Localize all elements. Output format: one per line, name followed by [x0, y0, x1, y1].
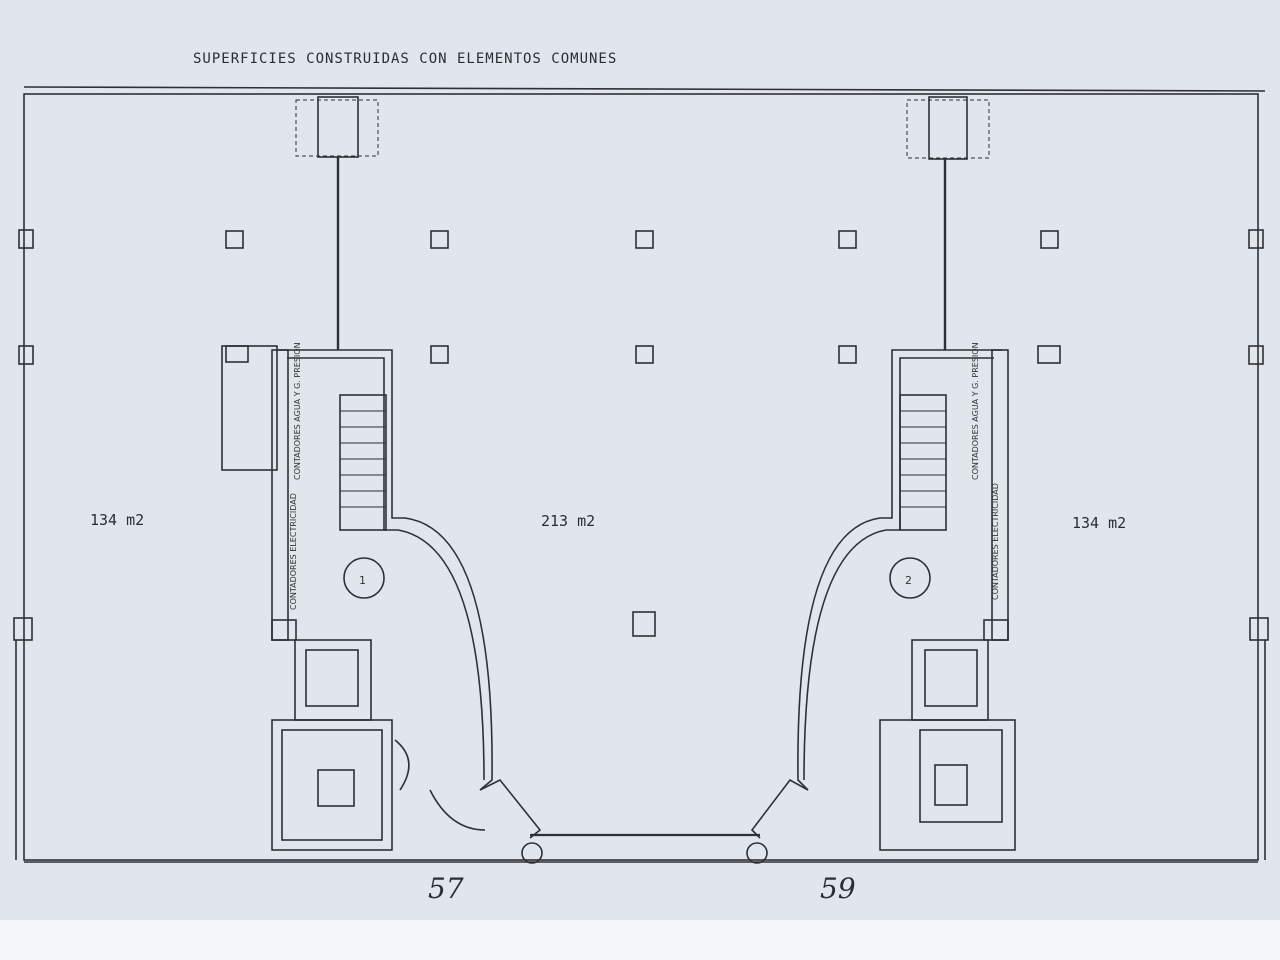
left-gate-jamb [479, 778, 542, 839]
right-core-outline [797, 349, 1002, 791]
stair-1-number: 1 [359, 574, 366, 587]
center-unit-area: 213 m2 [541, 512, 595, 530]
column [225, 230, 244, 249]
left-unit-area: 134 m2 [90, 511, 144, 529]
right-core-pillar [983, 619, 1009, 641]
stair-2-circle [889, 557, 931, 599]
stair-1-circle [343, 557, 385, 599]
column [838, 230, 857, 249]
left-side-room [221, 345, 278, 471]
paper-edge-bottom [0, 920, 1280, 960]
right-electric-meter-room-label: CONTADORES ELECTRICIDAD [991, 483, 1000, 600]
street-number-right: 59 [820, 872, 856, 905]
left-core-pillar [271, 619, 297, 641]
page-title: SUPERFICIES CONSTRUIDAS CON ELEMENTOS CO… [193, 51, 617, 67]
left-core-outline [278, 349, 493, 791]
shaft-dashed-outlines [295, 99, 990, 159]
left-stair [339, 394, 387, 531]
left-door-swing [394, 739, 410, 791]
right-unit-area: 134 m2 [1072, 514, 1126, 532]
wall-pilaster [13, 617, 33, 641]
column [1037, 345, 1061, 364]
left-lobby-stair [317, 769, 355, 807]
column [635, 230, 654, 249]
left-core-inner [287, 357, 485, 781]
outer-roof-line [23, 86, 1266, 92]
outer-boundary [23, 93, 1259, 861]
right-lobby-stair [934, 764, 968, 806]
stair-2-number: 2 [905, 574, 912, 587]
right-core-inner [803, 357, 994, 781]
right-stair-treads [900, 410, 946, 508]
right-top-shaft [928, 96, 968, 160]
column [632, 611, 656, 637]
column [430, 345, 449, 364]
left-entry-door-swing [429, 789, 486, 831]
left-electric-meter-room-label: CONTADORES ELECTRICIDAD [289, 493, 298, 610]
left-lift-car [305, 649, 359, 707]
column [838, 345, 857, 364]
left-lobby-inner [281, 729, 383, 841]
wall-pilaster [1248, 345, 1264, 365]
column [1040, 230, 1059, 249]
column [635, 345, 654, 364]
right-lift-car [924, 649, 978, 707]
left-gate-bollard [521, 842, 543, 864]
wall-pilaster [18, 345, 34, 365]
left-shaft-dashed [295, 99, 379, 157]
plan-walls [15, 86, 1266, 864]
wall-pilaster [18, 229, 34, 249]
left-column-box [225, 345, 249, 363]
right-lobby-inner [919, 729, 1003, 823]
left-lobby [271, 719, 393, 851]
right-water-meter-room-label: CONTADORES AGUA Y G. PRESION [971, 342, 980, 480]
street-number-left: 57 [428, 872, 464, 905]
left-water-meter-room-label: CONTADORES AGUA Y G. PRESION [293, 342, 302, 480]
left-stair-treads [340, 410, 386, 508]
column [430, 230, 449, 249]
right-lobby [879, 719, 1016, 851]
wall-pilaster [1249, 617, 1269, 641]
right-gate-bollard [746, 842, 768, 864]
columns [13, 229, 1269, 641]
wall-pilaster [1248, 229, 1264, 249]
right-stair [899, 394, 947, 531]
right-gate-jamb [750, 778, 809, 839]
